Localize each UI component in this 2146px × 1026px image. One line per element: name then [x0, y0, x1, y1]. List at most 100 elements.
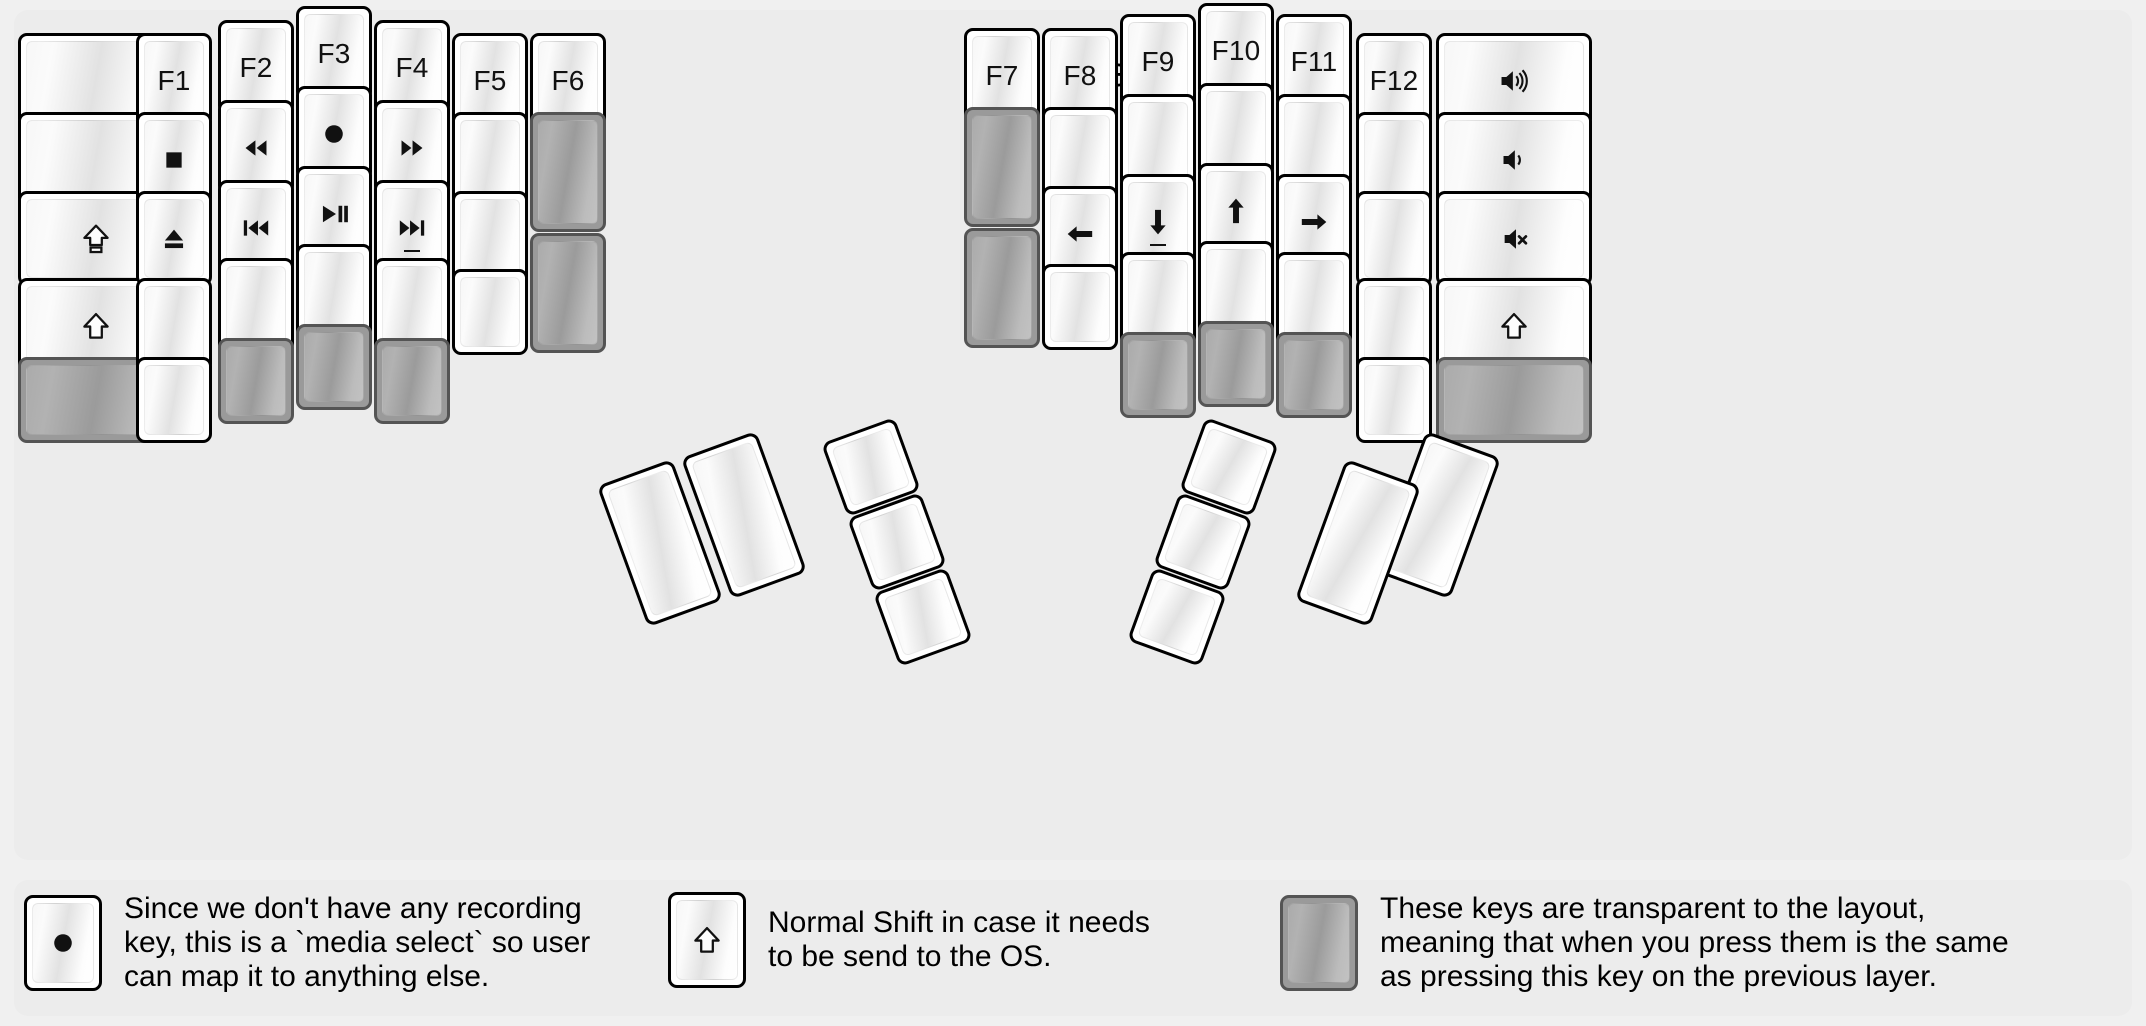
legend-text-3: These keys are transparent to the layout…	[1380, 892, 2009, 994]
keycap: F12	[1364, 41, 1424, 120]
keycap	[676, 900, 738, 980]
keycap	[144, 365, 204, 435]
keycap	[1444, 41, 1584, 120]
left-index-column-key-1[interactable]: F4	[374, 20, 450, 115]
right-index-column-key-4[interactable]	[1120, 252, 1196, 347]
keycap: F6	[538, 41, 598, 120]
keycap	[460, 277, 520, 347]
left-ring-column-key-5[interactable]	[218, 338, 294, 424]
keycap	[972, 115, 1032, 219]
keycap	[304, 252, 364, 331]
keycap: F11	[1284, 22, 1344, 101]
right-middle-column-key-4[interactable]	[1198, 241, 1274, 336]
keycap	[1128, 340, 1188, 410]
key-label: F1	[157, 64, 191, 96]
left-middle-column-key-2[interactable]	[296, 86, 372, 181]
keycap	[1050, 194, 1110, 273]
left-ring-column-key-4[interactable]	[218, 258, 294, 353]
keycap	[1206, 329, 1266, 399]
right-ring-column-key-2[interactable]	[1276, 94, 1352, 189]
key-label: F4	[395, 51, 429, 83]
left-ring-column-key-2[interactable]	[218, 100, 294, 195]
right-inner-index-column-key-4[interactable]	[1042, 264, 1118, 350]
keycap	[382, 188, 442, 267]
keycap	[1163, 502, 1243, 582]
keycap	[460, 120, 520, 199]
right-ring-column-key-1[interactable]: F11	[1276, 14, 1352, 109]
caps-lock-icon	[83, 224, 109, 253]
left-pinky-column-key-2[interactable]	[136, 112, 212, 207]
right-inner-column-key-3[interactable]	[964, 228, 1040, 348]
right-middle-column-key-1[interactable]: F10	[1198, 3, 1274, 98]
right-index-column-key-1[interactable]: F9	[1120, 14, 1196, 109]
keycap	[144, 199, 204, 278]
legend-panel	[14, 880, 2132, 1016]
right-index-column-key-5[interactable]	[1120, 332, 1196, 418]
keycap: F8	[1050, 36, 1110, 115]
media-record-icon	[54, 934, 72, 953]
arrow-left-icon	[1067, 225, 1093, 242]
left-inner-index-column-key-1[interactable]: F5	[452, 33, 528, 128]
keycap	[1364, 199, 1424, 278]
keycap	[538, 120, 598, 224]
right-middle-column-key-5[interactable]	[1198, 321, 1274, 407]
keycap	[1206, 91, 1266, 170]
volume-down-icon	[1503, 149, 1521, 170]
keycap	[1284, 102, 1344, 181]
legend-item-3: These keys are transparent to the layout…	[1280, 892, 2009, 995]
key-underbar-mark	[404, 250, 420, 252]
keycap	[226, 188, 286, 267]
keycap	[32, 903, 94, 984]
right-pinky-column-key-5[interactable]	[1356, 357, 1432, 443]
media-next-track-icon	[399, 219, 425, 236]
left-index-column-key-5[interactable]	[374, 338, 450, 424]
left-middle-column-key-1[interactable]: F3	[296, 6, 372, 101]
keycap	[1288, 903, 1350, 984]
right-ring-column-key-4[interactable]	[1276, 252, 1352, 347]
left-pinky-column-key-1[interactable]: F1	[136, 33, 212, 128]
keycap	[144, 286, 204, 365]
keycap: F10	[1206, 11, 1266, 90]
keycap	[1444, 120, 1584, 199]
shift-icon	[1501, 312, 1527, 339]
volume-mute-icon	[1504, 228, 1528, 249]
keycap	[1206, 171, 1266, 250]
key-label: F10	[1211, 34, 1261, 66]
keycap	[304, 332, 364, 402]
right-ring-column-key-5[interactable]	[1276, 332, 1352, 418]
keycap	[972, 236, 1032, 340]
left-pinky-column-key-5[interactable]	[136, 357, 212, 443]
keycap	[538, 241, 598, 345]
right-pinky-outer-column-key-3[interactable]	[1436, 191, 1592, 286]
keycap	[857, 502, 937, 582]
keycap	[460, 199, 520, 278]
media-record-icon	[325, 124, 343, 143]
keycap: F4	[382, 28, 442, 107]
media-play-pause-icon	[322, 205, 348, 222]
left-middle-column-key-4[interactable]	[296, 244, 372, 339]
keycap	[1137, 577, 1217, 657]
media-eject-icon	[164, 229, 184, 248]
key-label: F9	[1141, 45, 1175, 77]
keycap	[304, 94, 364, 173]
keycap	[1364, 286, 1424, 365]
shift-icon	[694, 926, 720, 953]
left-inner-column-key-3[interactable]	[530, 233, 606, 353]
left-inner-index-column-key-4[interactable]	[452, 269, 528, 355]
left-middle-column-key-5[interactable]	[296, 324, 372, 410]
right-inner-column-key-2[interactable]	[964, 107, 1040, 227]
left-inner-column-key-2[interactable]	[530, 112, 606, 232]
arrow-right-icon	[1301, 213, 1327, 230]
keycap: F7	[972, 36, 1032, 115]
keycap	[1284, 260, 1344, 339]
left-pinky-column-key-3[interactable]	[136, 191, 212, 286]
keycap: F1	[144, 41, 204, 120]
keycap	[1206, 249, 1266, 328]
right-pinky-column-key-3[interactable]	[1356, 191, 1432, 286]
keycap	[1364, 365, 1424, 435]
key-underbar-mark	[1150, 244, 1166, 246]
key-label: F5	[473, 64, 507, 96]
right-index-column-key-2[interactable]	[1120, 94, 1196, 189]
right-pinky-outer-column-key-5[interactable]	[1436, 357, 1592, 443]
